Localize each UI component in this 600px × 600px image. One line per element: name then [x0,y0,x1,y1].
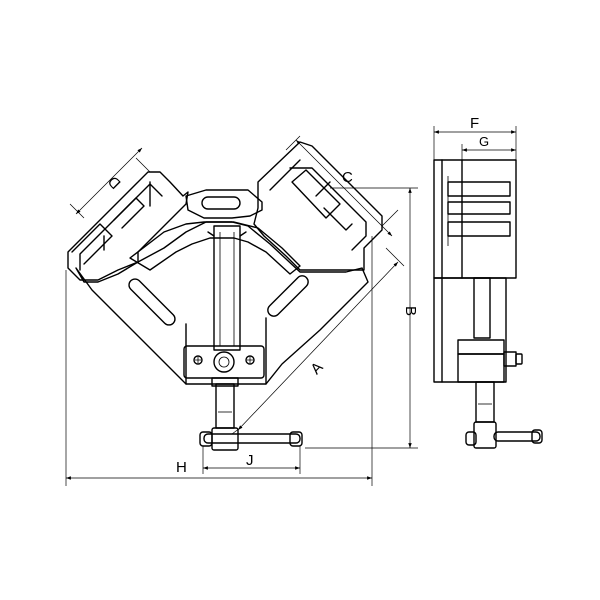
dimension-label-j: J [246,452,254,469]
dimension-label-a: A [307,359,326,378]
t-handle [199,431,303,447]
side-upper-block [433,159,517,279]
lead-screw [211,377,239,451]
dimension-label-g: G [479,134,489,149]
right-slot [267,275,309,317]
center-nut [213,351,235,373]
side-lead-screw [473,381,497,449]
nut-block [183,345,265,379]
top-slot [201,196,241,210]
clamp-body [75,189,369,385]
dimension-label-c: C [342,169,353,186]
side-view [433,159,543,449]
side-handle [465,429,543,446]
side-dimensions: F G [433,115,517,160]
dimension-label-f: F [470,115,479,132]
dimension-label-d: D [105,172,125,192]
left-jaw [67,171,189,281]
dimension-label-b: B [402,306,419,316]
center-screw-column [207,225,247,351]
dimension-label-h: H [176,459,187,476]
left-slot [128,278,176,326]
right-jaw [253,141,383,271]
screw-head-left [193,355,203,365]
side-lower-block [433,277,523,383]
